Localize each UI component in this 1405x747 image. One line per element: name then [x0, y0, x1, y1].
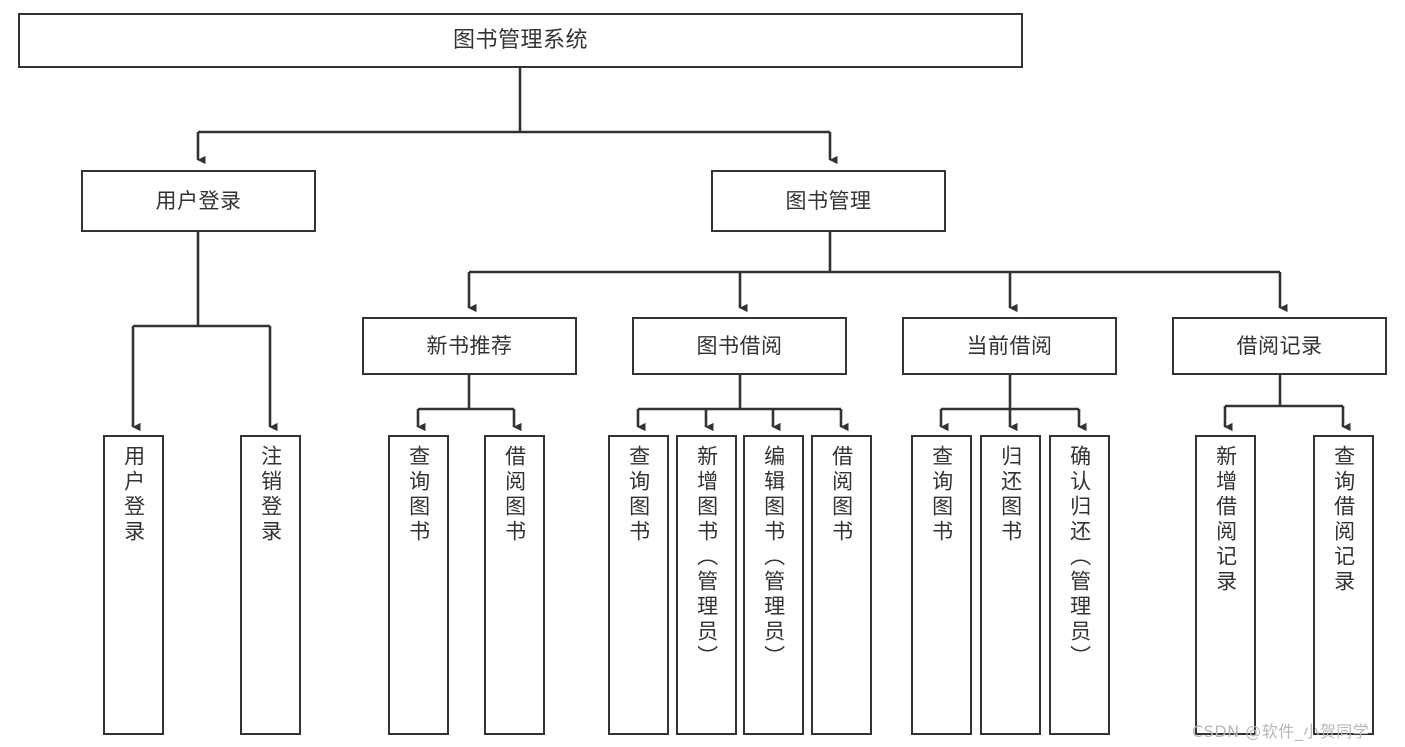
leaf-book-borrow-query-books[interactable]: 查询图书: [608, 435, 669, 735]
node-label: 借阅记录: [1236, 333, 1323, 358]
node-label: 归还图书: [998, 445, 1023, 545]
leaf-borrow-record-add-record[interactable]: 新增借阅记录: [1195, 435, 1256, 735]
node-new-book-recommendation[interactable]: 新书推荐: [362, 317, 577, 375]
node-label: 借阅图书: [502, 445, 527, 545]
leaf-book-borrow-borrow-books[interactable]: 借阅图书: [811, 435, 872, 735]
leaf-user-login-logout[interactable]: 注销登录: [240, 435, 301, 735]
node-label: 查询借阅记录: [1331, 445, 1356, 595]
node-root-book-management-system[interactable]: 图书管理系统: [18, 13, 1023, 68]
node-label: 查询图书: [929, 445, 954, 545]
node-label: 图书借阅: [696, 333, 783, 358]
node-label: 查询图书: [626, 445, 651, 545]
node-label: 当前借阅: [966, 333, 1053, 358]
node-label: 新增图书（管理员）: [694, 445, 719, 670]
node-label: 查询图书: [406, 445, 431, 545]
leaf-current-borrow-return-books[interactable]: 归还图书: [980, 435, 1041, 735]
node-user-login[interactable]: 用户登录: [81, 170, 316, 232]
leaf-user-login-login[interactable]: 用户登录: [103, 435, 164, 735]
node-label: 确认归还（管理员）: [1067, 445, 1092, 670]
csdn-watermark: CSDN @软件_小贺同学: [1192, 722, 1370, 741]
leaf-borrow-record-query-record[interactable]: 查询借阅记录: [1313, 435, 1374, 735]
node-label: 用户登录: [121, 445, 146, 545]
leaf-current-borrow-query-books[interactable]: 查询图书: [911, 435, 972, 735]
node-label: 注销登录: [258, 445, 283, 545]
node-current-borrowing[interactable]: 当前借阅: [902, 317, 1117, 375]
node-label: 用户登录: [155, 188, 242, 213]
leaf-book-borrow-add-book-admin[interactable]: 新增图书（管理员）: [676, 435, 737, 735]
leaf-new-book-query-books[interactable]: 查询图书: [388, 435, 449, 735]
node-label: 图书管理系统: [452, 27, 588, 53]
node-label: 图书管理: [785, 188, 872, 213]
node-label: 新增借阅记录: [1213, 445, 1238, 595]
leaf-book-borrow-edit-book-admin[interactable]: 编辑图书（管理员）: [743, 435, 804, 735]
node-borrowing-records[interactable]: 借阅记录: [1172, 317, 1387, 375]
node-label: 编辑图书（管理员）: [761, 445, 786, 670]
node-book-management[interactable]: 图书管理: [711, 170, 946, 232]
leaf-current-borrow-confirm-return-admin[interactable]: 确认归还（管理员）: [1049, 435, 1110, 735]
leaf-new-book-borrow-books[interactable]: 借阅图书: [484, 435, 545, 735]
node-book-borrowing[interactable]: 图书借阅: [632, 317, 847, 375]
node-label: 新书推荐: [426, 333, 513, 358]
node-label: 借阅图书: [829, 445, 854, 545]
